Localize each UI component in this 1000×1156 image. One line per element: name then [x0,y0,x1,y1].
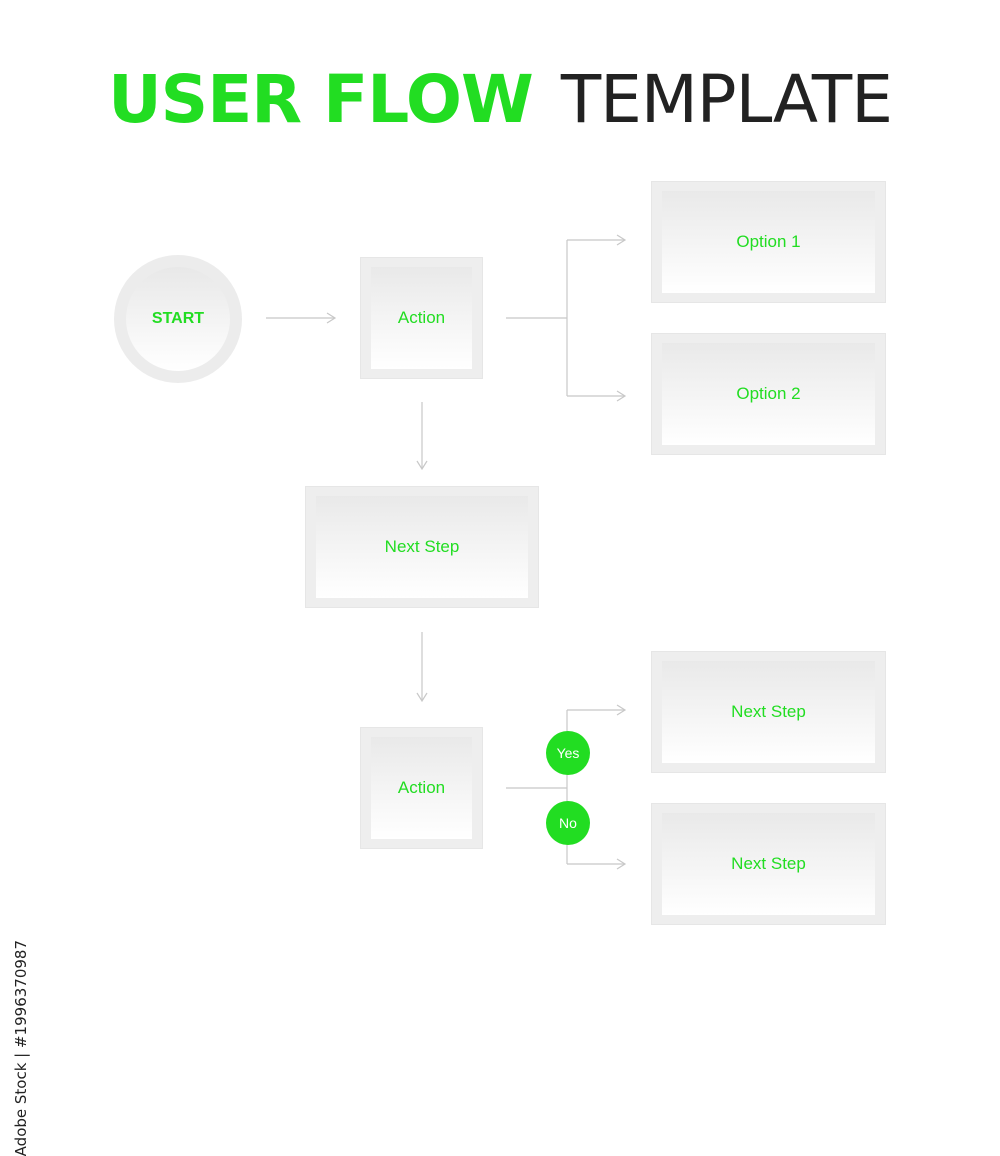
option1-label: Option 1 [662,191,875,293]
action2-node: Action [360,727,483,849]
stock-credit-text: Adobe Stock | #199637098​7 [12,940,30,1156]
arrowhead [616,704,627,716]
next-step-no-label: Next Step [662,813,875,915]
next-step-yes-node: Next Step [651,651,886,773]
next-step-node: Next Step [305,486,539,608]
arrowhead [326,312,337,324]
title-plain: TEMPLATE [560,61,893,138]
title-accent: USER FLOW [108,61,534,138]
yes-badge: Yes [546,731,590,775]
arrowhead [616,858,627,870]
action-label: Action [371,267,472,369]
arrowhead [616,390,627,402]
arrowhead [416,460,428,471]
option2-node: Option 2 [651,333,886,455]
start-label: START [126,267,230,371]
arrowhead [416,692,428,703]
action-node: Action [360,257,483,379]
connectors [266,234,627,870]
page-title: USER FLOW TEMPLATE [0,62,1000,138]
next-step-no-node: Next Step [651,803,886,925]
option1-node: Option 1 [651,181,886,303]
option2-label: Option 2 [662,343,875,445]
arrowhead [616,234,627,246]
next-step-label: Next Step [316,496,528,598]
action2-label: Action [371,737,472,839]
start-node: START [114,255,242,383]
no-badge: No [546,801,590,845]
next-step-yes-label: Next Step [662,661,875,763]
